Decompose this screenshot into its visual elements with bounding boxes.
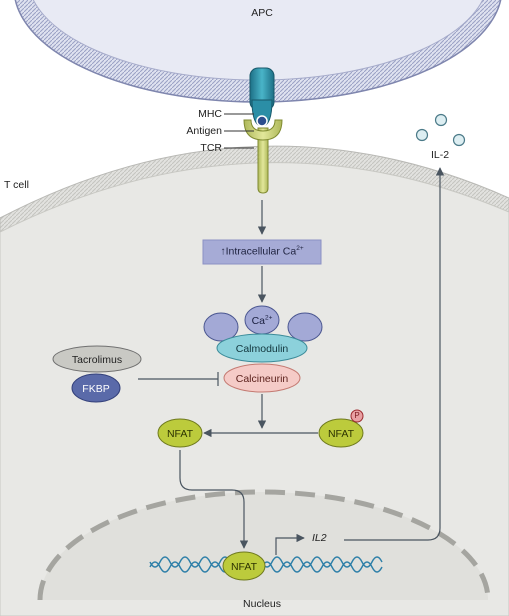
nfat-left-label: NFAT (166, 427, 194, 440)
calmodulin-complex (203, 305, 323, 363)
phosphate-group (350, 409, 364, 423)
ca-ion-superscript: 2+ (265, 314, 273, 322)
tcr-receptor (243, 119, 283, 194)
ca-ion-label: Ca2+ (251, 314, 273, 327)
tacrolimus-drug (52, 345, 142, 373)
increase-arrow-icon: ↑ (220, 245, 226, 258)
tcr-label: TCR (200, 142, 222, 154)
calcineurin-enzyme (223, 363, 301, 393)
il2-cytokine-dots (415, 113, 466, 147)
intracellular-ca-label: ↑Intracellular Ca2+ (220, 245, 304, 258)
nucleus-label: Nucleus (243, 598, 281, 610)
inhibition-line (138, 372, 219, 386)
tacrolimus-label: Tacrolimus (71, 353, 123, 366)
intracellular-ca-box (202, 239, 322, 265)
apc-label: APC (251, 7, 273, 19)
fkbp-protein (71, 373, 121, 403)
nfat-dna-label: NFAT (230, 560, 258, 573)
label-leaders (224, 113, 254, 149)
nfat-right-phosphorylated (318, 418, 364, 448)
t-cell-label: T cell (4, 179, 29, 191)
signal-arrows (179, 167, 445, 555)
mhc-label: MHC (198, 108, 222, 120)
fkbp-label: FKBP (82, 382, 110, 395)
antigen-label: Antigen (186, 125, 222, 137)
nucleus-envelope (37, 489, 491, 601)
intracellular-ca-text: Intracellular Ca (225, 245, 297, 258)
nfat-bound-dna (222, 551, 266, 581)
phosphate-label: P (354, 411, 360, 420)
nfat-right-label: NFAT (327, 427, 355, 440)
il2-cytokine-label: IL-2 (430, 149, 450, 161)
ca-ion-text: Ca (251, 315, 266, 327)
calcineurin-label: Calcineurin (235, 372, 289, 385)
nfat-left (157, 418, 203, 448)
apc-cell (14, 0, 502, 103)
dna-helix (149, 556, 383, 573)
calmodulin-label: Calmodulin (235, 342, 289, 355)
il2-gene-label: IL2 (312, 532, 327, 544)
ca-superscript: 2+ (296, 245, 304, 252)
antigen-peptide (256, 115, 268, 127)
